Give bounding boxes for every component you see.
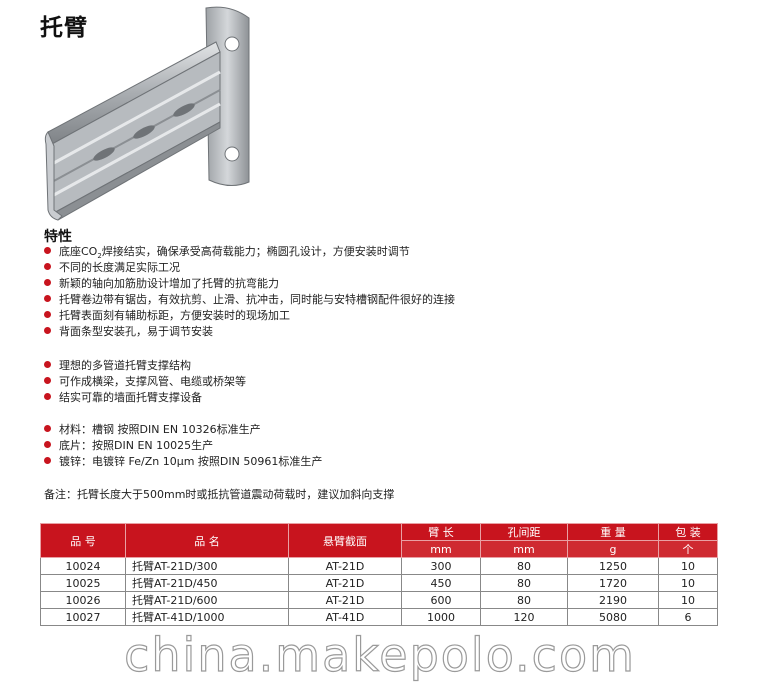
cell-package: 6 — [658, 608, 718, 626]
cell-package: 10 — [658, 574, 718, 592]
table-row: 10027 托臂AT-41D/1000 AT-41D 1000 120 5080… — [40, 608, 718, 626]
bullet-icon — [44, 263, 51, 270]
cell-weight: 1720 — [567, 574, 659, 592]
cell-section: AT-21D — [288, 574, 402, 592]
note-text: 备注：托臂长度大于500mm时或抵抗管道震动荷载时，建议加斜向支撑 — [44, 488, 395, 501]
page-title: 托臂 — [40, 15, 88, 41]
header-section: 悬臂截面 — [288, 523, 402, 558]
cell-name: 托臂AT-21D/600 — [125, 591, 289, 609]
bullet-icon — [44, 247, 51, 254]
cell-arm-length: 600 — [401, 591, 481, 609]
cell-code: 10027 — [40, 608, 126, 626]
unit-weight: g — [567, 540, 659, 558]
table-row: 10026 托臂AT-21D/600 AT-21D 600 80 2190 10 — [40, 591, 718, 609]
feature-item: 不同的长度满足实际工况 — [44, 260, 180, 276]
material-item: 镀锌：电镀锌 Fe/Zn 10μm 按照DIN 50961标准生产 — [44, 454, 322, 470]
bullet-icon — [44, 311, 51, 318]
cell-arm-length: 300 — [401, 557, 481, 575]
bullet-icon — [44, 295, 51, 302]
cell-weight: 5080 — [567, 608, 659, 626]
bullet-icon — [44, 425, 51, 432]
cell-hole-spacing: 80 — [480, 591, 568, 609]
unit-arm-length: mm — [401, 540, 481, 558]
unit-package: 个 — [658, 540, 718, 558]
header-weight: 重 量 — [567, 523, 659, 541]
bullet-icon — [44, 377, 51, 384]
watermark-text: china.makepolo.com — [123, 627, 636, 682]
feature-item: 底座CO2焊接结实，确保承受高荷载能力；椭圆孔设计，方便安装时调节 — [44, 244, 410, 264]
feature-item: 托臂卷边带有锯齿，有效抗剪、止滑、抗冲击，同时能与安特槽钢配件很好的连接 — [44, 292, 455, 308]
table-row: 10024 托臂AT-21D/300 AT-21D 300 80 1250 10 — [40, 557, 718, 575]
bullet-icon — [44, 361, 51, 368]
header-code: 品 号 — [40, 523, 126, 558]
cell-hole-spacing: 120 — [480, 608, 568, 626]
header-arm-length: 臂 长 — [401, 523, 481, 541]
bullet-icon — [44, 441, 51, 448]
header-package: 包 装 — [658, 523, 718, 541]
application-item: 结实可靠的墙面托臂支撑设备 — [44, 390, 202, 406]
features-title: 特性 — [44, 229, 72, 245]
cell-arm-length: 1000 — [401, 608, 481, 626]
material-item: 材料：槽钢 按照DIN EN 10326标准生产 — [44, 422, 261, 438]
cell-hole-spacing: 80 — [480, 574, 568, 592]
product-image — [44, 6, 250, 221]
cell-name: 托臂AT-21D/450 — [125, 574, 289, 592]
cell-package: 10 — [658, 557, 718, 575]
cell-hole-spacing: 80 — [480, 557, 568, 575]
feature-item: 背面条型安装孔，易于调节安装 — [44, 324, 213, 340]
cell-arm-length: 450 — [401, 574, 481, 592]
feature-item: 托臂表面刻有辅助标距，方便安装时的现场加工 — [44, 308, 290, 324]
bullet-icon — [44, 279, 51, 286]
cell-weight: 2190 — [567, 591, 659, 609]
bullet-icon — [44, 393, 51, 400]
material-item: 底片：按照DIN EN 10025生产 — [44, 438, 213, 454]
bullet-icon — [44, 457, 51, 464]
feature-item: 新颖的轴向加筋肋设计增加了托臂的抗弯能力 — [44, 276, 279, 292]
header-name: 品 名 — [125, 523, 289, 558]
cell-code: 10025 — [40, 574, 126, 592]
cell-code: 10026 — [40, 591, 126, 609]
cell-package: 10 — [658, 591, 718, 609]
cell-section: AT-21D — [288, 591, 402, 609]
application-item: 可作成横梁，支撑风管、电缆或桥架等 — [44, 374, 246, 390]
cell-name: 托臂AT-21D/300 — [125, 557, 289, 575]
table-row: 10025 托臂AT-21D/450 AT-21D 450 80 1720 10 — [40, 574, 718, 592]
cell-section: AT-21D — [288, 557, 402, 575]
cell-name: 托臂AT-41D/1000 — [125, 608, 289, 626]
application-item: 理想的多管道托臂支撑结构 — [44, 358, 191, 374]
cell-code: 10024 — [40, 557, 126, 575]
bullet-icon — [44, 327, 51, 334]
spec-table: 品 号 品 名 悬臂截面 臂 长 孔间距 重 量 包 装 mm mm g 个 1… — [40, 523, 718, 626]
header-hole-spacing: 孔间距 — [480, 523, 568, 541]
unit-hole-spacing: mm — [480, 540, 568, 558]
cell-weight: 1250 — [567, 557, 659, 575]
cell-section: AT-41D — [288, 608, 402, 626]
